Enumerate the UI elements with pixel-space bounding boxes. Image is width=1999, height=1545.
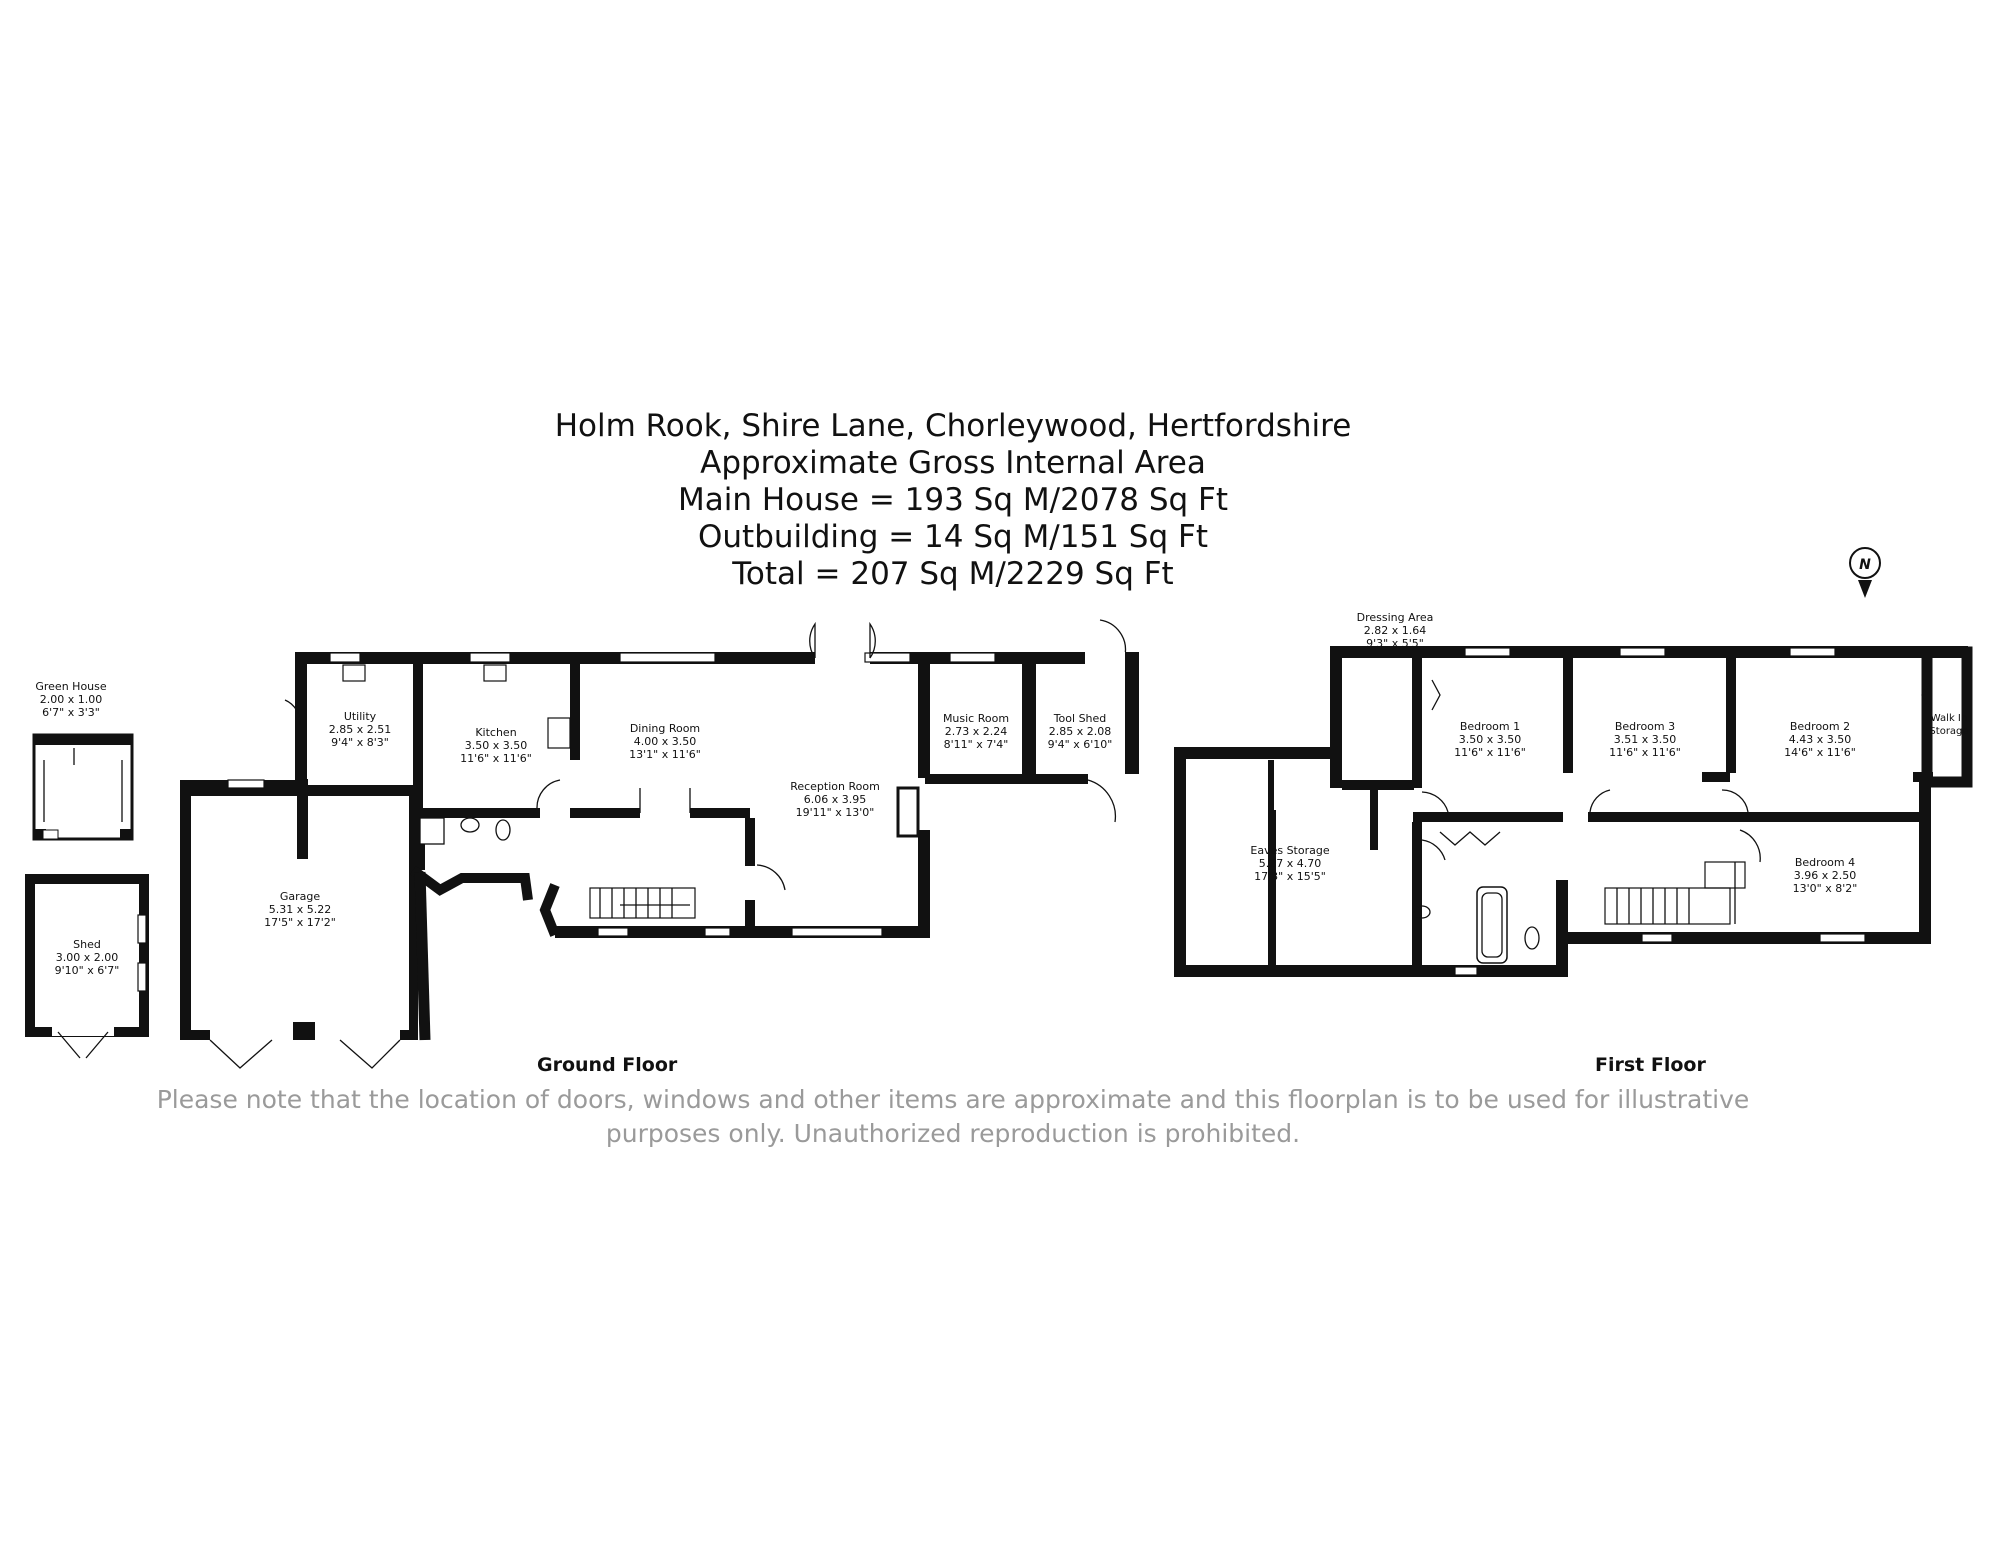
garage-outline (180, 779, 418, 1069)
first-floor-label: First Floor (1595, 1054, 1706, 1076)
first-floor-plan (1174, 646, 1973, 977)
compass-label: N (1859, 557, 1871, 573)
dining-room-label: Dining Room 4.00 x 3.50 13'1" x 11'6" (629, 722, 701, 761)
ground-floor-plan (25, 619, 1139, 1069)
dressing-area-label: Dressing Area 2.82 x 1.64 9'3" x 5'5" (1356, 611, 1434, 650)
shed-outline (25, 874, 149, 1059)
garage-label: Garage 5.31 x 5.22 17'5" x 17'2" (264, 890, 336, 929)
bedroom-2-label: Bedroom 2 4.43 x 3.50 14'6" x 11'6" (1784, 720, 1856, 759)
total-area: Total = 207 Sq M/2229 Sq Ft (732, 556, 1174, 592)
disclaimer-line-1: Please note that the location of doors, … (156, 1085, 1750, 1114)
bedroom-4-label: Bedroom 4 3.96 x 2.50 13'0" x 8'2" (1792, 856, 1858, 895)
ground-main-walls (284, 619, 1139, 1041)
main-house-area: Main House = 193 Sq M/2078 Sq Ft (677, 482, 1229, 518)
green-house-outline (32, 733, 134, 841)
compass-icon: N (1849, 547, 1881, 598)
address-title: Holm Rook, Shire Lane, Chorleywood, Hert… (554, 408, 1352, 444)
ground-floor-label: Ground Floor (537, 1054, 678, 1076)
bedroom-1-label: Bedroom 1 3.50 x 3.50 11'6" x 11'6" (1454, 720, 1526, 759)
utility-label: Utility 2.85 x 2.51 9'4" x 8'3" (328, 710, 392, 749)
walk-in-storage-label: Walk In Storage (1929, 713, 1969, 737)
green-house-label: Green House 2.00 x 1.00 6'7" x 3'3" (35, 680, 107, 719)
kitchen-label: Kitchen 3.50 x 3.50 11'6" x 11'6" (460, 726, 532, 765)
disclaimer-line-2: purposes only. Unauthorized reproduction… (605, 1119, 1301, 1148)
ground-stairs (589, 887, 696, 919)
shed-label: Shed 3.00 x 2.00 9'10" x 6'7" (54, 938, 120, 977)
eaves-storage-label: Eaves Storage 5.27 x 4.70 17'3" x 15'5" (1250, 844, 1330, 883)
reception-room-label: Reception Room 6.06 x 3.95 19'11" x 13'0… (790, 780, 880, 819)
music-room-label: Music Room 2.73 x 2.24 8'11" x 7'4" (942, 712, 1010, 751)
bedroom-3-label: Bedroom 3 3.51 x 3.50 11'6" x 11'6" (1609, 720, 1681, 759)
tool-shed-label: Tool Shed 2.85 x 2.08 9'4" x 6'10" (1047, 712, 1113, 751)
first-stairs (1604, 861, 1746, 925)
outbuilding-area: Outbuilding = 14 Sq M/151 Sq Ft (698, 519, 1208, 555)
area-title: Approximate Gross Internal Area (700, 445, 1206, 481)
